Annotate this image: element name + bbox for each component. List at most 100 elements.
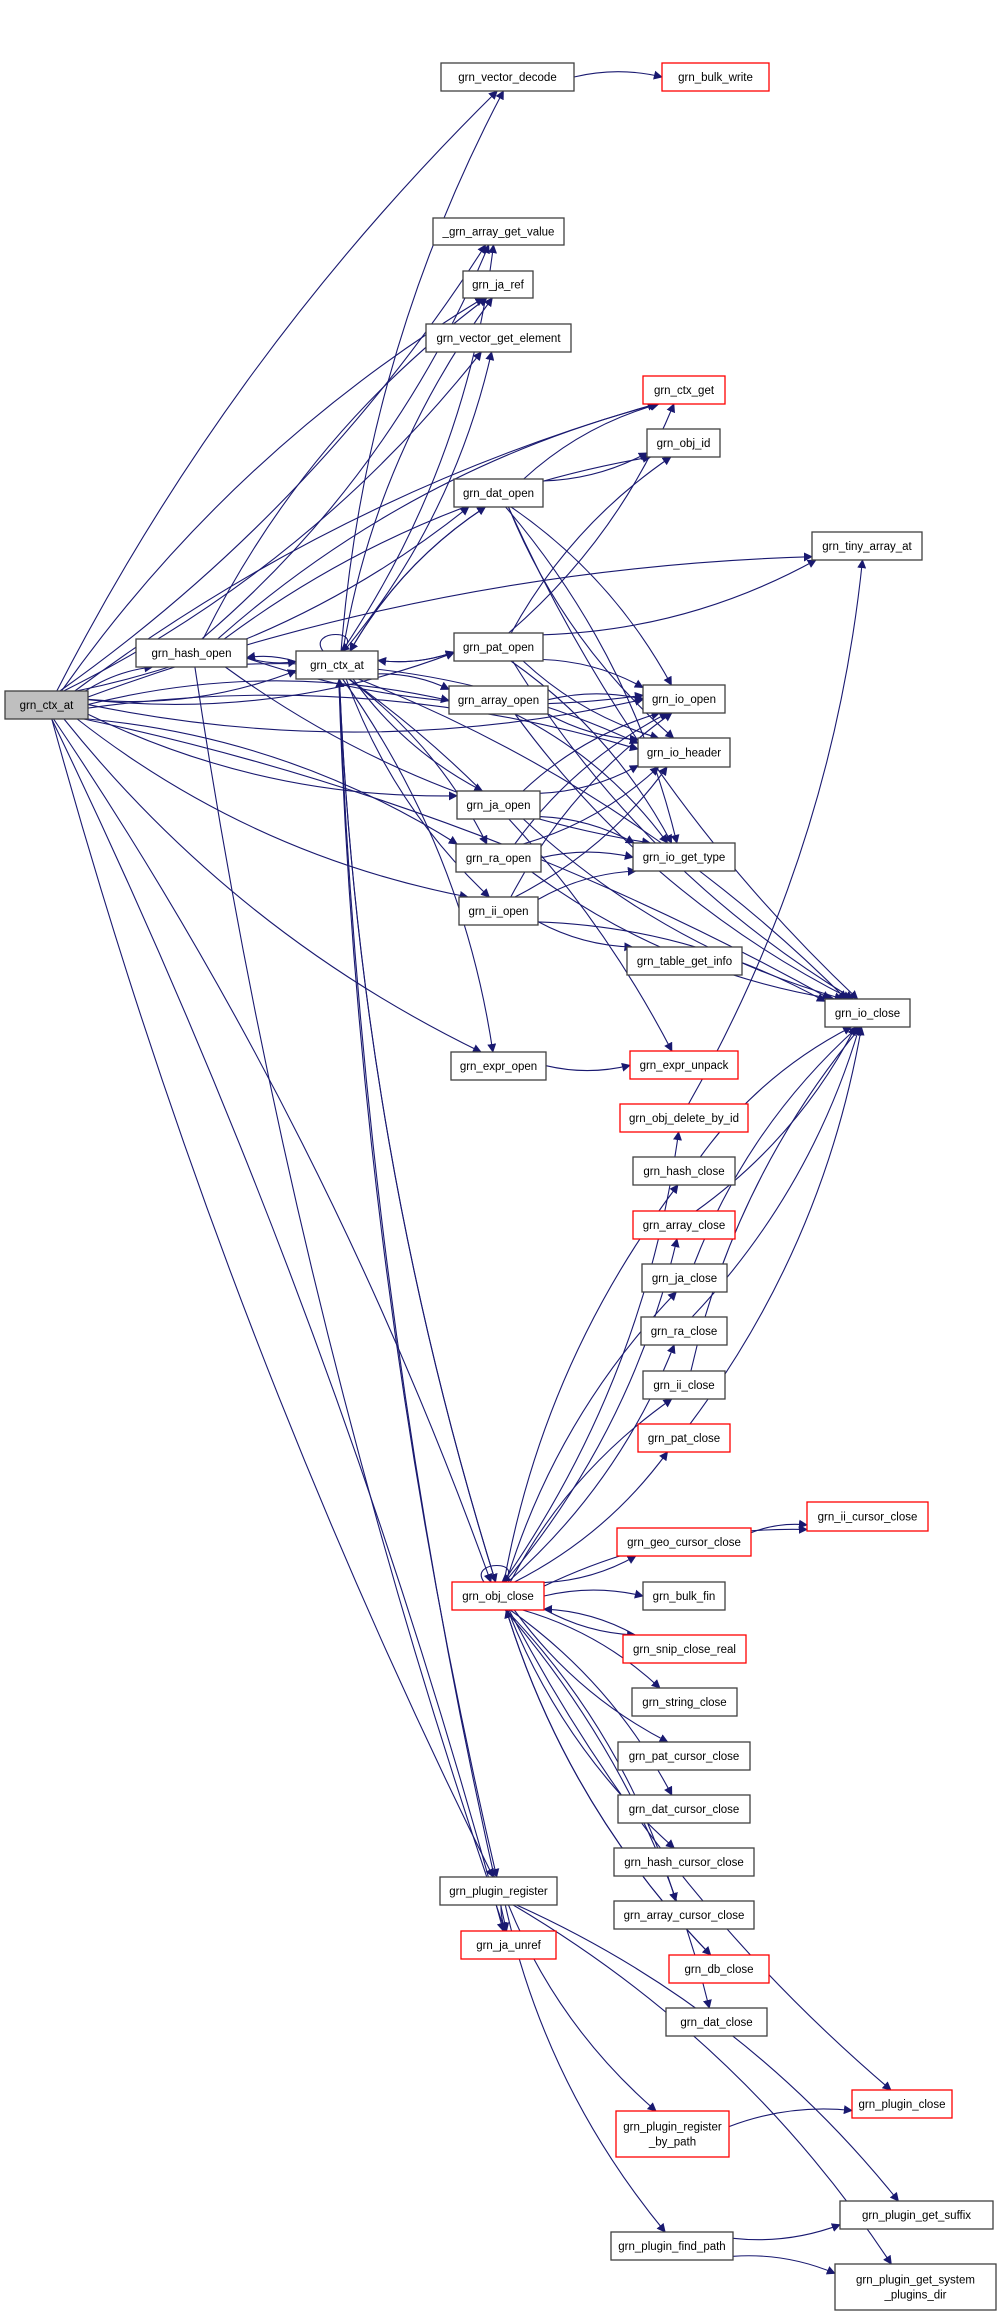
node-box[interactable]	[637, 737, 731, 768]
node-box[interactable]	[439, 1876, 558, 1906]
node-box[interactable]	[619, 1103, 749, 1133]
node-pat-open[interactable]: grn_pat_open	[453, 632, 544, 662]
node-box[interactable]	[642, 1370, 726, 1400]
node-dat-close[interactable]: grn_dat_close	[665, 2007, 768, 2037]
node-ja-open[interactable]: grn_ja_open	[456, 790, 541, 820]
node-array-close[interactable]: grn_array_close	[632, 1210, 736, 1240]
node-expr-open[interactable]: grn_expr_open	[450, 1051, 547, 1081]
node-plugin-register[interactable]: grn_plugin_register	[439, 1876, 558, 1906]
node-box[interactable]	[295, 650, 379, 680]
node-box[interactable]	[642, 1581, 726, 1611]
node-box[interactable]	[432, 217, 565, 246]
node-dat-open[interactable]: grn_dat_open	[453, 478, 544, 508]
node-ii-open[interactable]: grn_ii_open	[458, 896, 539, 926]
node-plugin-close[interactable]: grn_plugin_close	[851, 2089, 953, 2119]
node-box[interactable]	[425, 323, 572, 353]
node-array-get-value[interactable]: _grn_array_get_value	[432, 217, 565, 246]
node-string-close[interactable]: grn_string_close	[631, 1687, 738, 1717]
node-pat-cursor-close[interactable]: grn_pat_cursor_close	[617, 1741, 751, 1771]
node-box[interactable]	[450, 1051, 547, 1081]
node-box[interactable]	[824, 998, 911, 1028]
node-box[interactable]	[615, 2110, 730, 2158]
node-box[interactable]	[440, 62, 575, 92]
node-box[interactable]	[811, 531, 923, 561]
node-box[interactable]	[834, 2263, 997, 2311]
node-box[interactable]	[462, 270, 534, 299]
node-hash-close[interactable]: grn_hash_close	[632, 1156, 736, 1186]
node-io-close[interactable]: grn_io_close	[824, 998, 911, 1028]
node-ctx-at[interactable]: grn_ctx_at	[295, 650, 379, 680]
node-box[interactable]	[458, 896, 539, 926]
node-box[interactable]	[631, 1687, 738, 1717]
node-box[interactable]	[617, 1741, 751, 1771]
node-box[interactable]	[806, 1501, 929, 1532]
node-geo-cursor-close[interactable]: grn_geo_cursor_close	[616, 1527, 752, 1557]
node-bulk-write[interactable]: grn_bulk_write	[661, 62, 770, 92]
node-box[interactable]	[626, 946, 743, 976]
node-box[interactable]	[613, 1900, 755, 1930]
node-io-get-type[interactable]: grn_io_get_type	[632, 842, 736, 872]
node-box[interactable]	[661, 62, 770, 92]
node-box[interactable]	[642, 375, 726, 405]
node-ja-close[interactable]: grn_ja_close	[641, 1263, 728, 1293]
node-box[interactable]	[851, 2089, 953, 2119]
node-plugin-register-by-path[interactable]: grn_plugin_register_by_path	[615, 2110, 730, 2158]
node-vector-decode[interactable]: grn_vector_decode	[440, 62, 575, 92]
node-obj-delete-by-id[interactable]: grn_obj_delete_by_id	[619, 1103, 749, 1133]
node-box[interactable]	[456, 790, 541, 820]
node-array-open[interactable]: grn_array_open	[448, 685, 549, 715]
node-array-cursor-close[interactable]: grn_array_cursor_close	[613, 1900, 755, 1930]
node-box[interactable]	[448, 685, 549, 715]
node-box[interactable]	[632, 1156, 736, 1186]
node-ra-close[interactable]: grn_ra_close	[640, 1316, 728, 1346]
node-hash-open[interactable]: grn_hash_open	[135, 638, 248, 668]
node-vector-get-element[interactable]: grn_vector_get_element	[425, 323, 572, 353]
node-hash-cursor-close[interactable]: grn_hash_cursor_close	[613, 1847, 755, 1877]
node-plugin-get-system-plugins-dir[interactable]: grn_plugin_get_system_plugins_dir	[834, 2263, 997, 2311]
node-root[interactable]: grn_ctx_at	[4, 690, 89, 720]
node-dat-cursor-close[interactable]: grn_dat_cursor_close	[617, 1794, 751, 1824]
node-ra-open[interactable]: grn_ra_open	[455, 843, 542, 873]
node-box[interactable]	[629, 1050, 739, 1080]
node-box[interactable]	[632, 842, 736, 872]
node-io-header[interactable]: grn_io_header	[637, 737, 731, 768]
node-box[interactable]	[622, 1634, 747, 1664]
node-box[interactable]	[665, 2007, 768, 2037]
node-plugin-get-suffix[interactable]: grn_plugin_get_suffix	[839, 2200, 994, 2230]
node-box[interactable]	[616, 1527, 752, 1557]
node-box[interactable]	[451, 1581, 545, 1611]
node-ja-ref[interactable]: grn_ja_ref	[462, 270, 534, 299]
node-ja-unref[interactable]: grn_ja_unref	[460, 1930, 557, 1960]
node-io-open[interactable]: grn_io_open	[642, 684, 726, 714]
node-box[interactable]	[613, 1847, 755, 1877]
node-box[interactable]	[135, 638, 248, 668]
node-ii-cursor-close[interactable]: grn_ii_cursor_close	[806, 1501, 929, 1532]
node-box[interactable]	[453, 478, 544, 508]
node-box[interactable]	[668, 1954, 770, 1984]
node-box[interactable]	[640, 1316, 728, 1346]
node-bulk-fin[interactable]: grn_bulk_fin	[642, 1581, 726, 1611]
node-snip-close-real[interactable]: grn_snip_close_real	[622, 1634, 747, 1664]
node-box[interactable]	[632, 1210, 736, 1240]
node-box[interactable]	[641, 1263, 728, 1293]
node-pat-close[interactable]: grn_pat_close	[637, 1423, 731, 1453]
node-db-close[interactable]: grn_db_close	[668, 1954, 770, 1984]
node-obj-id[interactable]: grn_obj_id	[646, 428, 721, 458]
node-ii-close[interactable]: grn_ii_close	[642, 1370, 726, 1400]
node-box[interactable]	[646, 428, 721, 458]
node-box[interactable]	[460, 1930, 557, 1960]
node-expr-unpack[interactable]: grn_expr_unpack	[629, 1050, 739, 1080]
node-box[interactable]	[617, 1794, 751, 1824]
node-tiny-array-at[interactable]: grn_tiny_array_at	[811, 531, 923, 561]
node-box[interactable]	[4, 690, 89, 720]
node-box[interactable]	[453, 632, 544, 662]
node-box[interactable]	[642, 684, 726, 714]
node-box[interactable]	[610, 2231, 734, 2261]
node-box[interactable]	[839, 2200, 994, 2230]
node-plugin-find-path[interactable]: grn_plugin_find_path	[610, 2231, 734, 2261]
node-box[interactable]	[637, 1423, 731, 1453]
node-ctx-get[interactable]: grn_ctx_get	[642, 375, 726, 405]
node-box[interactable]	[455, 843, 542, 873]
node-obj-close[interactable]: grn_obj_close	[451, 1581, 545, 1611]
node-table-get-info[interactable]: grn_table_get_info	[626, 946, 743, 976]
